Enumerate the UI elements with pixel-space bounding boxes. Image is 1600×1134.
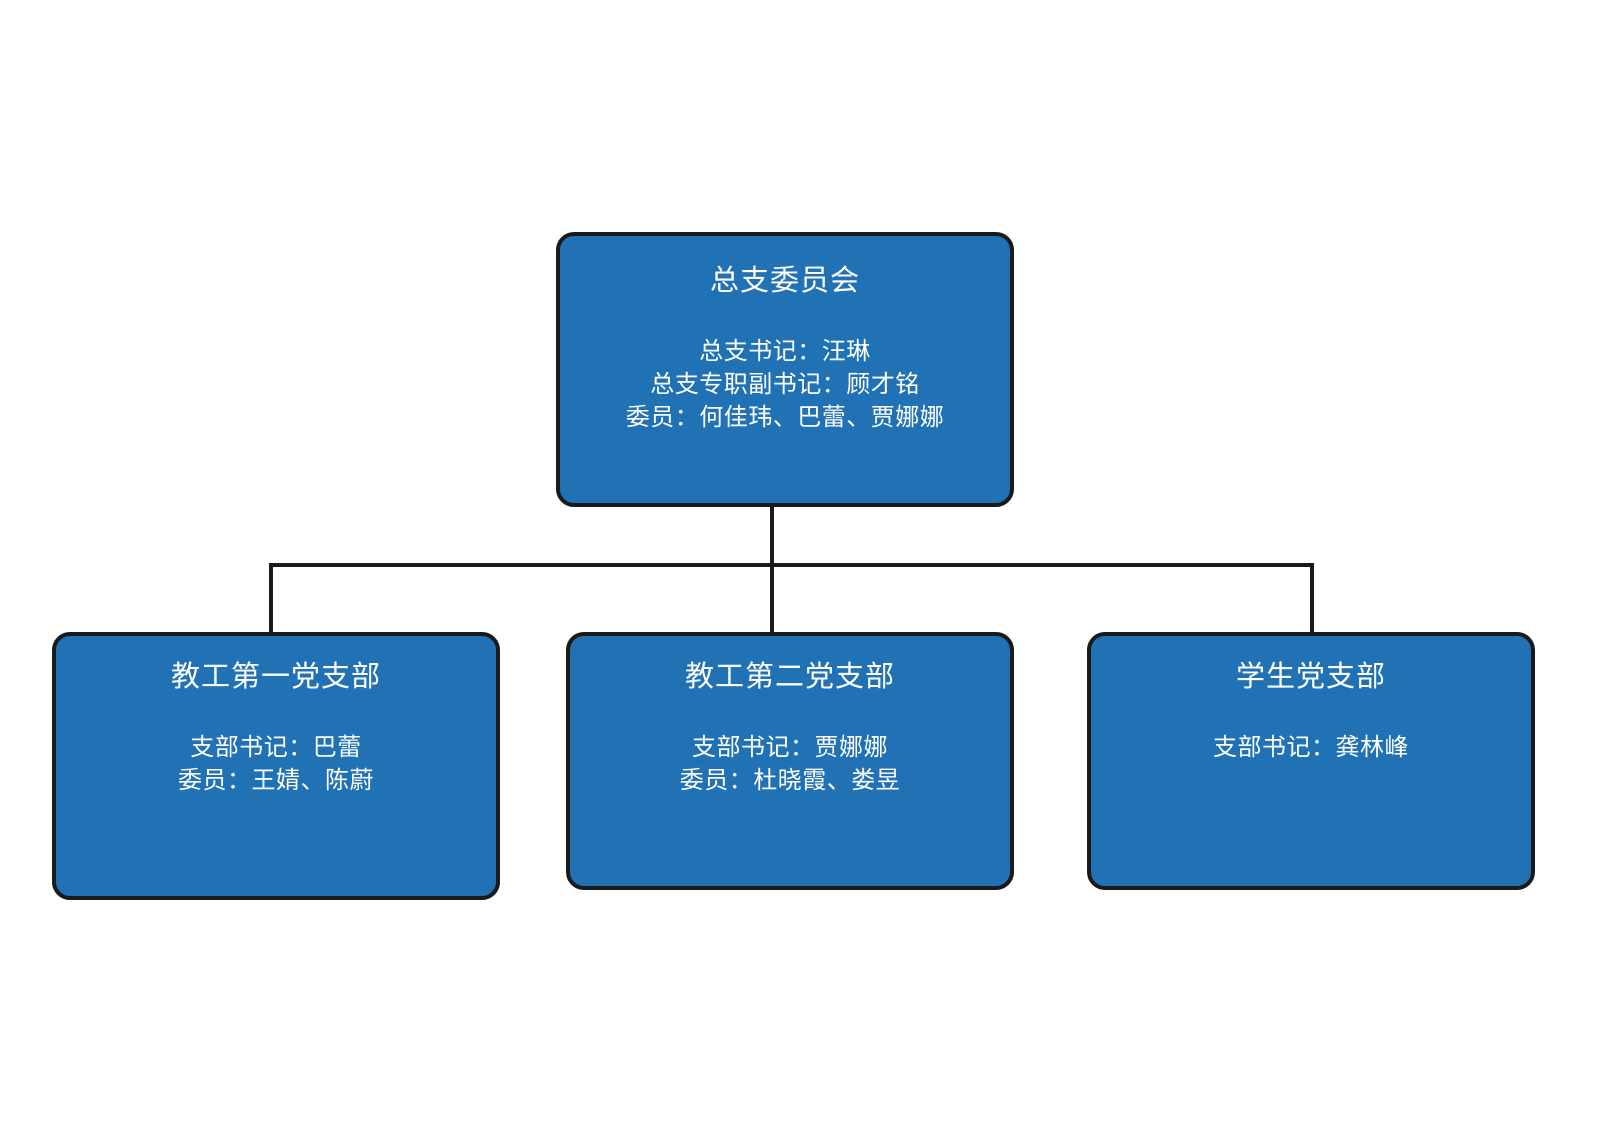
node-branch-1[interactable]: 教工第一党支部 支部书记：巴蕾 委员：王婧、陈蔚 bbox=[52, 632, 500, 900]
node-branch-1-line-1: 委员：王婧、陈蔚 bbox=[178, 766, 374, 794]
node-root-line-0: 总支书记：汪琳 bbox=[699, 337, 871, 365]
node-branch-2-details: 支部书记：贾娜娜 委员：杜晓霞、娄昱 bbox=[570, 731, 1010, 797]
node-branch-3-title: 学生党支部 bbox=[1235, 661, 1386, 693]
node-root[interactable]: 总支委员会 总支书记：汪琳 总支专职副书记：顾才铭 委员：何佳玮、巴蕾、贾娜娜 bbox=[556, 232, 1014, 507]
node-branch-2[interactable]: 教工第二党支部 支部书记：贾娜娜 委员：杜晓霞、娄昱 bbox=[566, 632, 1014, 890]
connector-drop-child-1 bbox=[770, 563, 774, 634]
connector-drop-child-0 bbox=[269, 563, 273, 634]
node-branch-1-title: 教工第一党支部 bbox=[170, 661, 381, 693]
node-branch-3[interactable]: 学生党支部 支部书记：龚林峰 bbox=[1087, 632, 1535, 890]
node-branch-1-details: 支部书记：巴蕾 委员：王婧、陈蔚 bbox=[56, 731, 496, 797]
connector-horizontal-bar bbox=[269, 563, 1314, 567]
node-branch-1-line-0: 支部书记：巴蕾 bbox=[190, 733, 362, 761]
node-root-line-1: 总支专职副书记：顾才铭 bbox=[650, 370, 920, 398]
node-branch-2-title: 教工第二党支部 bbox=[684, 661, 895, 693]
node-root-title: 总支委员会 bbox=[709, 265, 860, 297]
node-branch-3-line-0: 支部书记：龚林峰 bbox=[1213, 733, 1409, 761]
connector-drop-child-2 bbox=[1310, 563, 1314, 634]
node-branch-2-line-1: 委员：杜晓霞、娄昱 bbox=[679, 766, 901, 794]
node-branch-3-details: 支部书记：龚林峰 bbox=[1091, 731, 1531, 764]
node-root-line-2: 委员：何佳玮、巴蕾、贾娜娜 bbox=[625, 403, 945, 431]
node-root-details: 总支书记：汪琳 总支专职副书记：顾才铭 委员：何佳玮、巴蕾、贾娜娜 bbox=[560, 335, 1010, 434]
node-branch-2-line-0: 支部书记：贾娜娜 bbox=[692, 733, 888, 761]
connector-root-stem bbox=[770, 503, 774, 567]
